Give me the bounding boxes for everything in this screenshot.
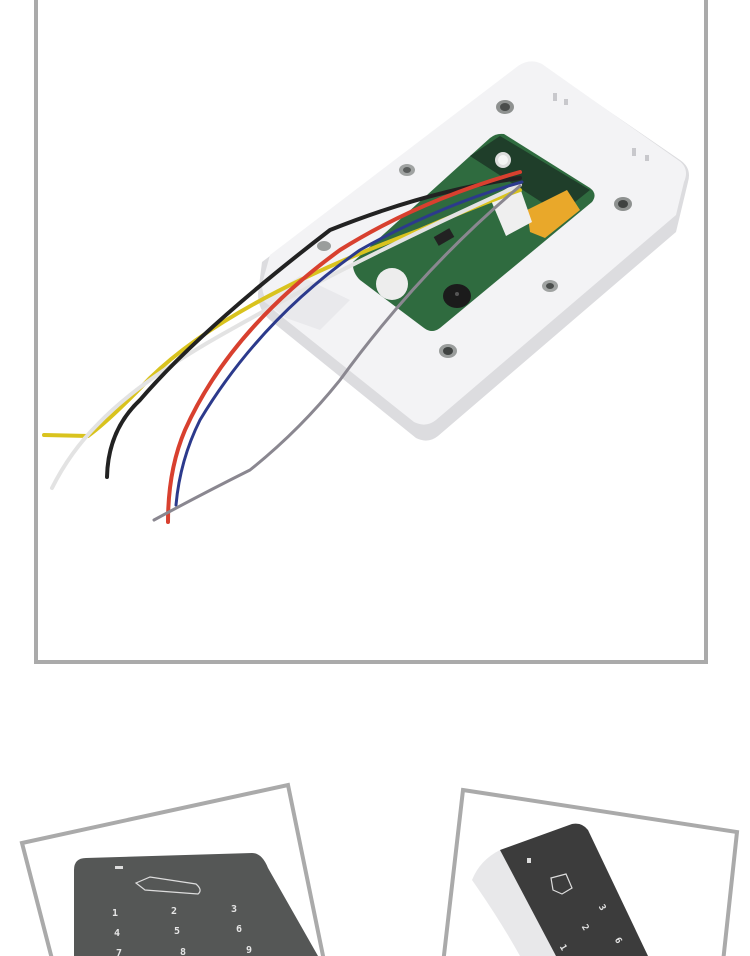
keypad-panel-angled (500, 823, 648, 956)
key-2: 2 (171, 906, 177, 917)
key-4: 4 (114, 928, 120, 939)
key-5: 5 (174, 926, 180, 937)
red-wire (166, 170, 522, 524)
white-wire (50, 183, 522, 490)
key-6: 6 (612, 936, 623, 946)
key-8: 8 (180, 947, 186, 956)
reader-housing (258, 61, 689, 441)
blue-wire (174, 180, 524, 507)
key-1: 1 (112, 908, 118, 919)
thumbnail-front-keypad: 1 2 3 4 5 6 7 8 9 (19, 782, 326, 956)
key-9: 9 (246, 945, 252, 956)
thumbnail-angled-keypad: 1 2 3 6 (441, 787, 740, 956)
card-reader-icon-angled (550, 873, 573, 895)
black-wire (105, 176, 522, 479)
relay (527, 190, 580, 238)
wire-bundle (42, 170, 524, 524)
key-3: 3 (596, 903, 607, 913)
key-2: 2 (579, 923, 590, 933)
key-3: 3 (231, 904, 237, 915)
gray-wire (152, 184, 522, 522)
key-6: 6 (236, 924, 242, 935)
card-reader-icon (134, 876, 201, 895)
key-1: 1 (557, 943, 568, 953)
keypad-panel (74, 853, 318, 956)
key-7: 7 (116, 948, 122, 956)
